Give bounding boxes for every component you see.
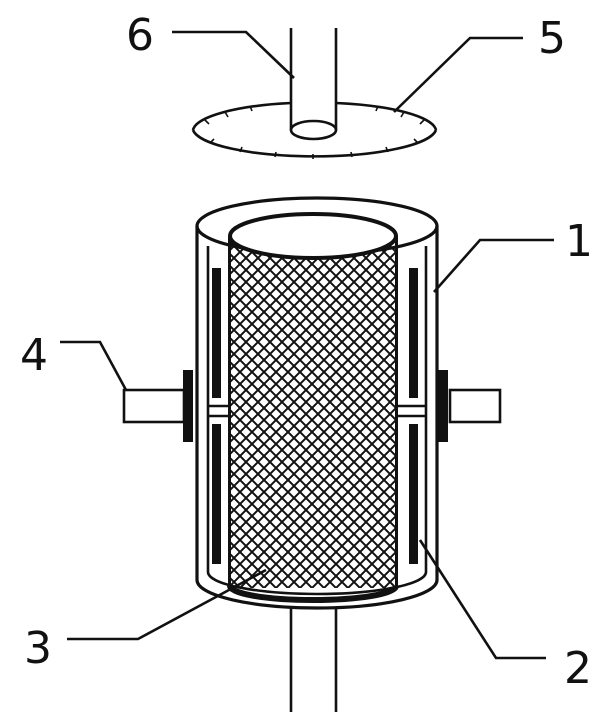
outer-cylinder [195, 196, 439, 610]
leader-lines [60, 30, 554, 660]
bottom-pipe [289, 608, 338, 712]
label-3: 3 [24, 623, 52, 674]
top-pipe [289, 28, 338, 141]
side-connectors [122, 370, 502, 442]
label-4: 4 [20, 330, 48, 381]
electrode-plates [208, 268, 426, 564]
mesh-cylinder [227, 212, 399, 603]
label-5: 5 [538, 13, 566, 64]
lid-disc [191, 101, 438, 159]
label-2: 2 [564, 643, 592, 694]
label-1: 1 [565, 216, 593, 267]
label-6: 6 [126, 10, 154, 61]
